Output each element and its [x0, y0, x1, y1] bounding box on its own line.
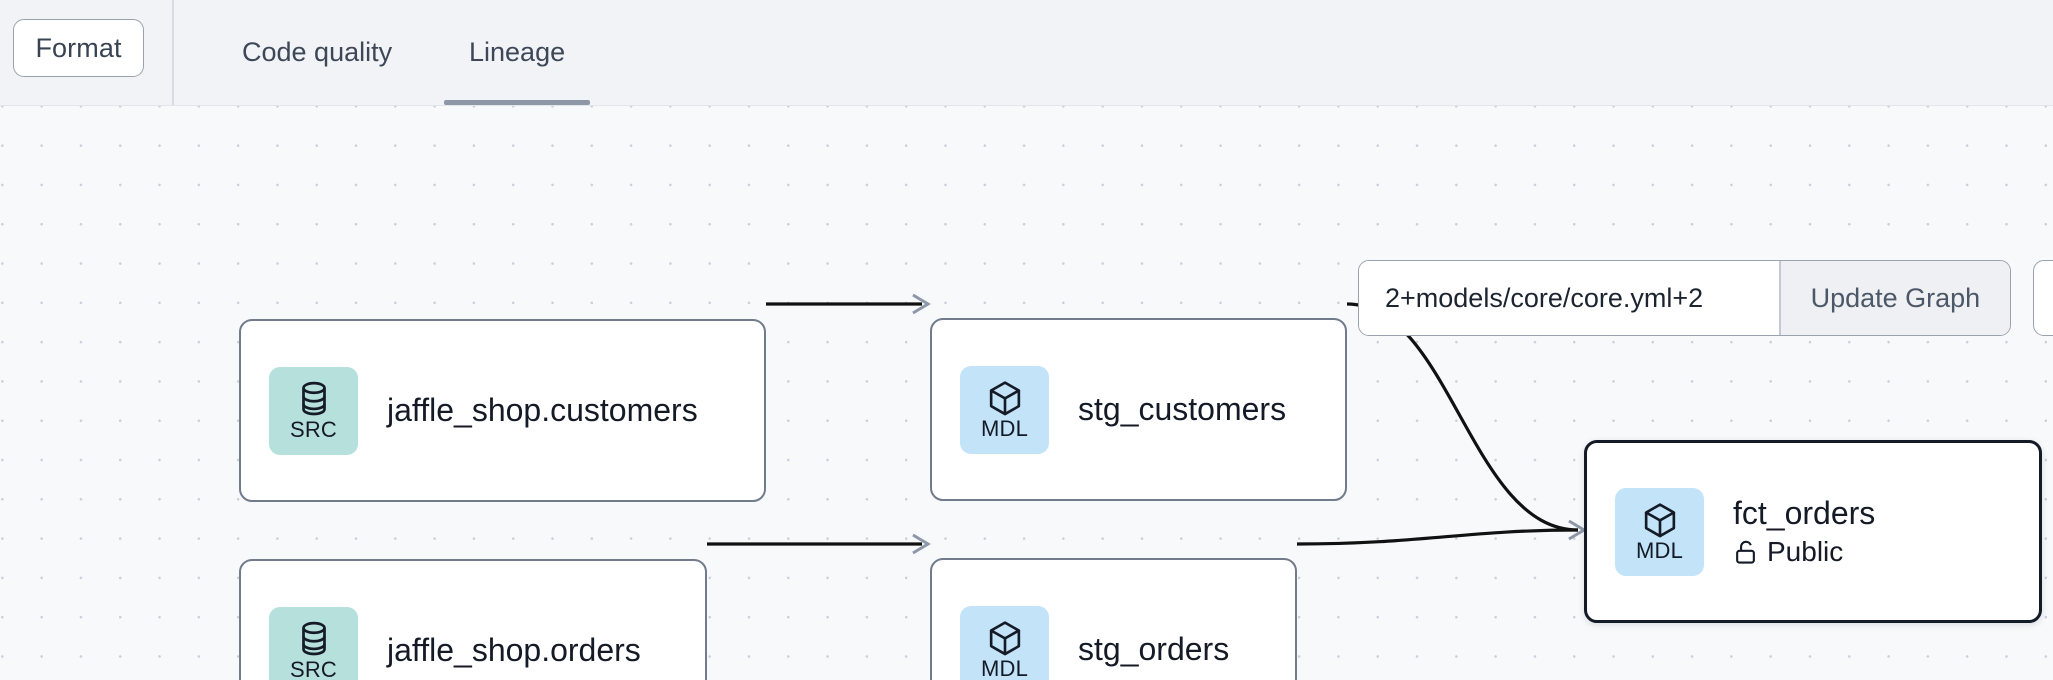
node-title: jaffle_shop.customers	[387, 391, 698, 428]
unlock-icon	[1733, 539, 1758, 566]
node-title: jaffle_shop.orders	[387, 631, 641, 668]
model-badge: MDL	[1615, 487, 1704, 576]
node-access-label: Public	[1767, 536, 1844, 568]
node-title: stg_customers	[1078, 390, 1287, 427]
source-badge: SRC	[269, 606, 358, 680]
lineage-node-stg-customers[interactable]: MDL stg_customers	[930, 318, 1347, 501]
lineage-node-src-customers[interactable]: SRC jaffle_shop.customers	[239, 319, 766, 502]
tab-lineage[interactable]: Lineage	[444, 0, 591, 105]
node-body: stg_orders	[1078, 631, 1229, 669]
edge-stg-customers-to-fct-orders	[1346, 302, 1579, 532]
badge-label: MDL	[980, 656, 1029, 680]
node-access: Public	[1733, 536, 1875, 568]
node-body: stg_customers	[1078, 391, 1286, 429]
model-badge: MDL	[960, 605, 1049, 680]
cube-icon	[1642, 501, 1678, 539]
format-button[interactable]: Format	[13, 19, 144, 77]
edge-src-orders-to-stg-orders	[707, 533, 931, 555]
cube-icon	[987, 619, 1023, 657]
toolbar-divider	[172, 0, 174, 105]
tab-code-quality[interactable]: Code quality	[242, 0, 392, 105]
graph-selector-input[interactable]	[1359, 261, 1779, 335]
database-icon	[297, 620, 331, 658]
lineage-node-fct-orders[interactable]: MDL fct_orders Public	[1584, 440, 2042, 623]
node-title: stg_orders	[1078, 630, 1230, 667]
tab-lineage-label: Lineage	[469, 37, 566, 67]
node-title: fct_orders	[1733, 494, 1876, 531]
node-body: fct_orders Public	[1733, 495, 1875, 569]
active-tab-indicator	[444, 100, 591, 105]
edge-src-customers-to-stg-customers	[766, 293, 931, 315]
badge-label: MDL	[980, 416, 1029, 441]
lineage-node-stg-orders[interactable]: MDL stg_orders	[930, 558, 1297, 680]
node-body: jaffle_shop.orders	[387, 632, 641, 670]
lineage-canvas[interactable]: SRC jaffle_shop.customers SRC	[0, 106, 2053, 680]
graph-selector-control: Update Graph	[1358, 260, 2012, 336]
badge-label: SRC	[289, 657, 338, 680]
node-body: jaffle_shop.customers	[387, 392, 698, 430]
secondary-control[interactable]	[2033, 260, 2053, 336]
cube-icon	[987, 379, 1023, 417]
source-badge: SRC	[269, 366, 358, 455]
badge-label: SRC	[289, 417, 338, 442]
lineage-node-src-orders[interactable]: SRC jaffle_shop.orders	[239, 559, 707, 680]
update-graph-button[interactable]: Update Graph	[1780, 261, 2011, 335]
selector-separator	[1779, 261, 1781, 335]
edge-stg-orders-to-fct-orders	[1296, 519, 1587, 546]
tab-code-quality-label: Code quality	[242, 37, 393, 67]
badge-label: MDL	[1635, 538, 1684, 563]
database-icon	[297, 380, 331, 418]
editor-toolbar: Format Code quality Lineage	[0, 0, 2053, 106]
model-badge: MDL	[960, 365, 1049, 454]
